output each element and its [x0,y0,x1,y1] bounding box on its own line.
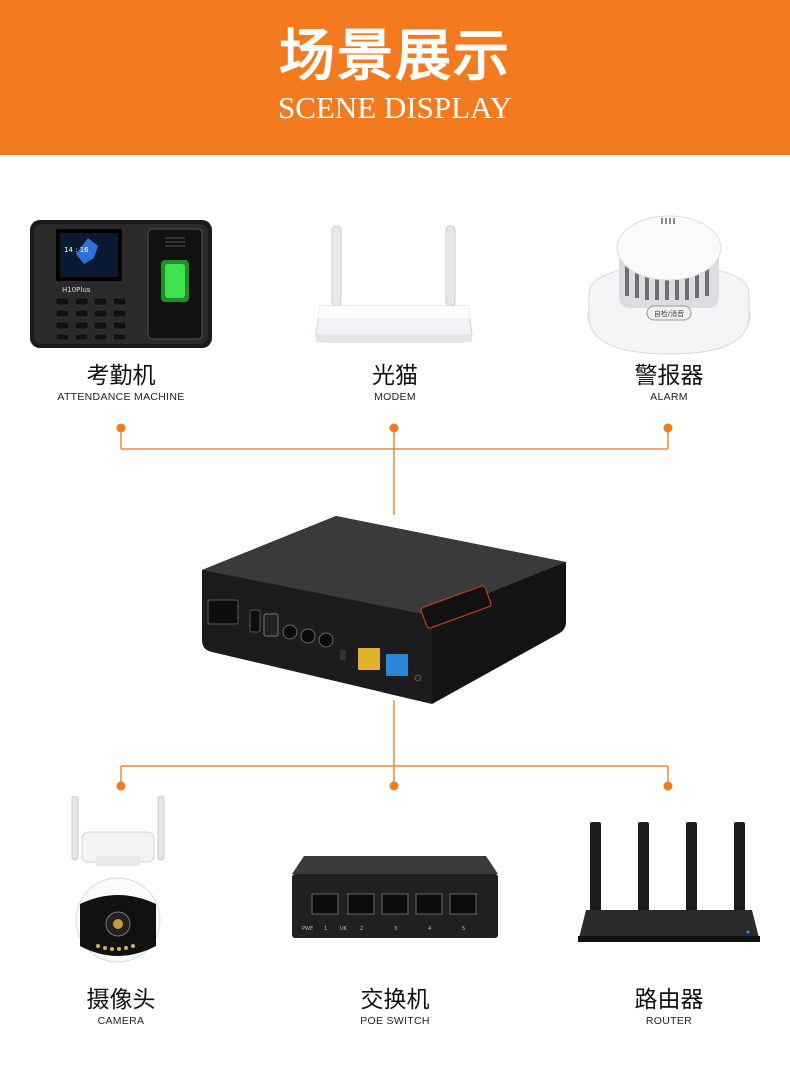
alarm-button-text: 自检/消音 [654,309,684,318]
switch-port-label: 1 [324,926,327,932]
switch-port-label: 5 [462,926,465,932]
header-banner: 场景展示 SCENE DISPLAY [0,0,790,155]
page-title: 场景展示 [279,24,511,89]
connector-dot [389,423,399,433]
alarm-icon: 自检/消音 [587,215,751,355]
modem-icon [315,225,473,343]
camera-icon [71,795,165,963]
connector-dot [663,423,673,433]
switch-port-label: 3 [394,926,397,932]
label-router-en: ROUTER [645,1015,693,1027]
label-modem-cn: 光猫 [372,363,418,389]
label-router-cn: 路由器 [634,987,704,1013]
router [576,822,762,950]
label-camera-en: CAMERA [97,1015,145,1027]
label-switch-cn: 交换机 [360,987,430,1013]
attendance-model: H10Plus [62,286,91,294]
label-alarm-cn: 警报器 [634,363,704,389]
page-subtitle: SCENE DISPLAY [278,90,512,125]
switch-port-label: PWE [302,926,313,932]
router-icon [578,822,760,942]
label-switch-en: POE SWITCH [360,1015,430,1027]
connector-dot [389,781,399,791]
connector-dot [663,781,673,791]
camera [68,795,168,978]
modem [314,222,474,352]
label-attendance-cn: 考勤机 [86,363,156,389]
mini-ups [198,512,572,712]
connector-dot [116,423,126,433]
poe-switch-icon: PWE 1 UK 2 3 4 5 [292,856,498,938]
switch-port-label: UK [340,926,348,932]
attendance-time: 14 : 16 [64,246,89,254]
label-alarm-en: ALARM [650,391,688,403]
label-modem-en: MODEM [374,391,416,403]
attendance-machine: 14 : 16 H10Plus [30,220,212,354]
attendance-machine-icon: 14 : 16 H10Plus [30,220,212,348]
alarm: 自检/消音 [585,208,753,362]
label-attendance-en: ATTENDANCE MACHINE [57,391,185,403]
poe-switch: PWE 1 UK 2 3 4 5 [290,852,500,946]
switch-port-label: 4 [428,926,431,932]
switch-port-label: 2 [360,926,363,932]
label-camera-cn: 摄像头 [86,987,156,1013]
mini-ups-icon [202,516,566,704]
connector-dot [116,781,126,791]
